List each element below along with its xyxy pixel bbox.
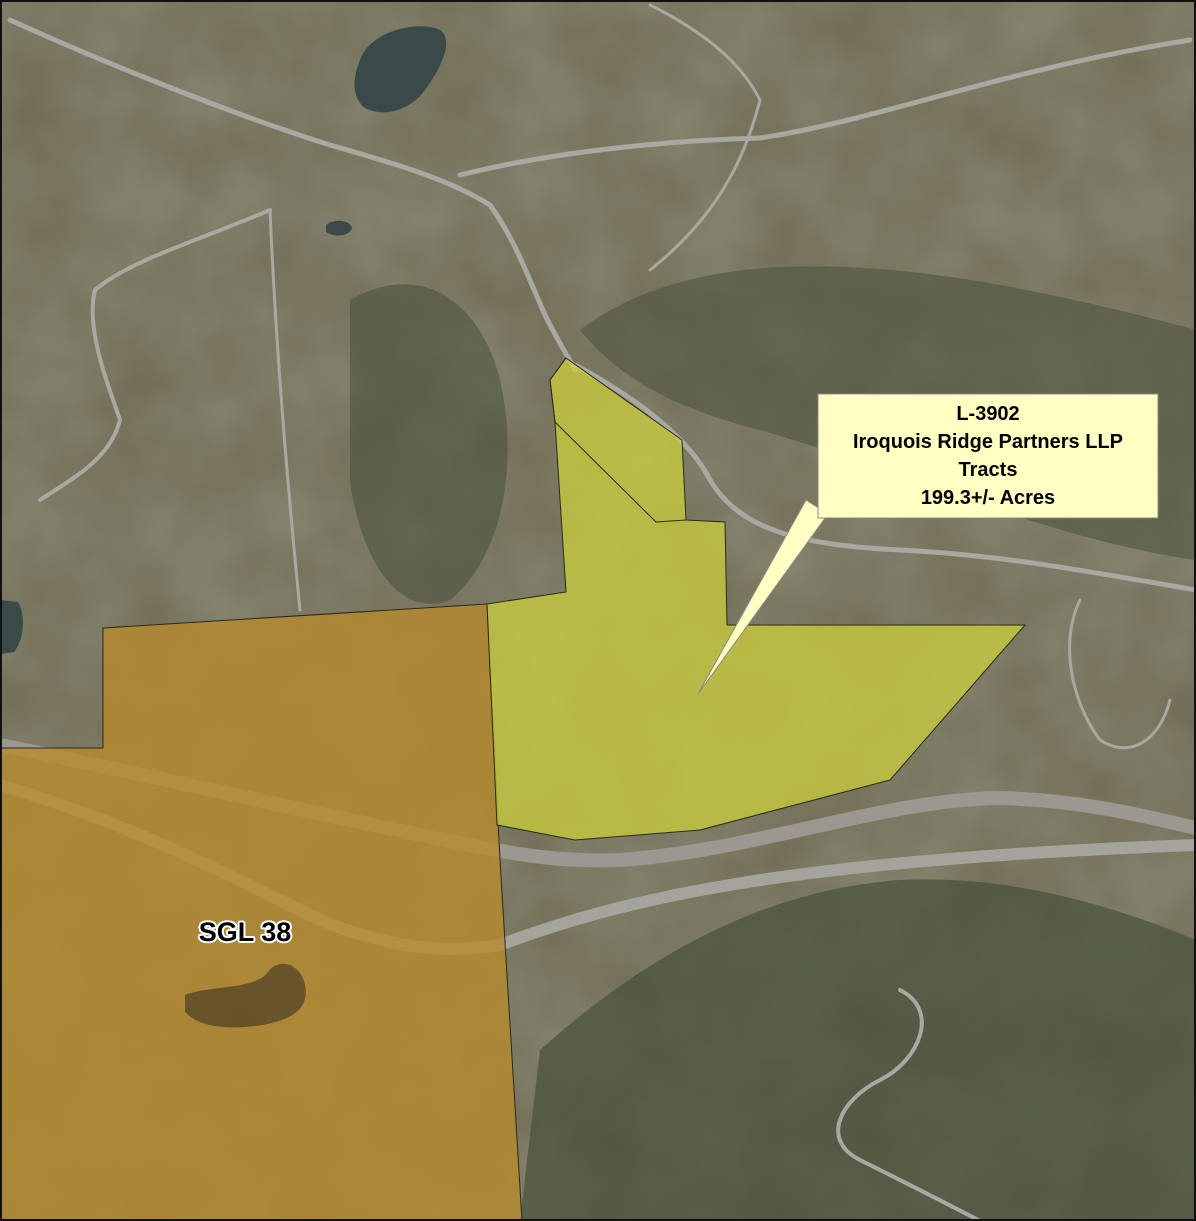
parcel-id: L-3902 [956,403,1020,425]
road-north-east [457,37,1193,178]
callout-box [817,393,1159,519]
forest-ridge-south [520,879,1196,1221]
road-network [7,3,1196,1221]
lake-north [354,26,447,113]
road-west-straight [268,208,302,612]
parcel-area: 199.3+/- Acres [920,487,1056,509]
callout-pointer [697,499,829,695]
parcel-internal-line [554,421,687,523]
road-north-central [487,202,578,373]
road-east-loop [1068,598,1172,750]
road-north-west [7,17,493,208]
road-south-switchback [836,988,982,1221]
parcel-owner: Iroquois Ridge Partners LLP [852,431,1124,453]
pond-small [326,220,352,236]
parcel-callout: L-3902 Iroquois Ridge Partners LLP Tract… [820,396,1156,516]
road-west-loop [38,208,272,502]
pond-west [0,600,23,654]
sgl-38-label: SGL 38 [198,916,292,947]
parcel-tract-l-3902 [486,357,1027,841]
forest-center [350,284,508,604]
road-north-east-diag [648,3,762,272]
parcel-internal-line-north [549,357,567,423]
game-land-pond [185,963,306,1028]
parcel-type: Tracts [958,459,1018,481]
